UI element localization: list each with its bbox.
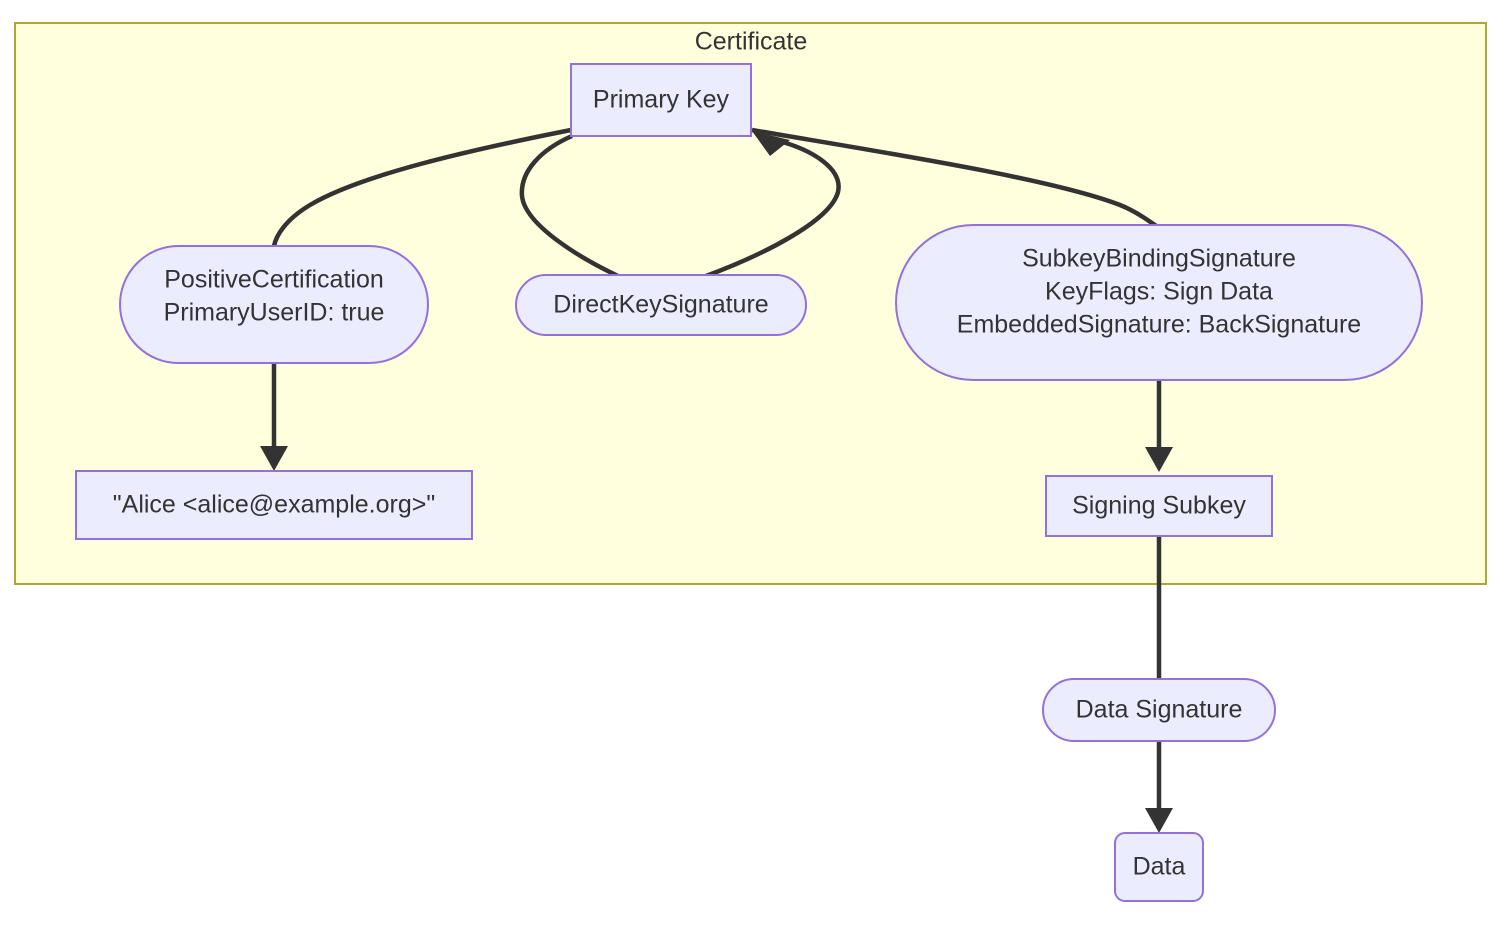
arrowhead-positive-to-userid bbox=[260, 446, 288, 471]
edge-primary-to-subkeybinding bbox=[751, 127, 1161, 229]
node-direct-key-signature[interactable]: DirectKeySignature bbox=[515, 274, 807, 336]
edge-layer bbox=[260, 127, 1173, 833]
node-user-id-shape[interactable] bbox=[75, 470, 473, 540]
node-primary-key-label: Primary Key bbox=[593, 86, 730, 114]
node-user-id-label: "Alice <alice@example.org>" bbox=[113, 491, 435, 519]
node-subkey-binding-signature-shape[interactable] bbox=[895, 224, 1423, 381]
node-data-signature[interactable]: Data Signature bbox=[1042, 678, 1276, 742]
node-data-label: Data bbox=[1133, 853, 1186, 881]
arrowhead-datasignature-to-data bbox=[1145, 808, 1173, 833]
node-data-signature-label: Data Signature bbox=[1076, 696, 1243, 724]
node-direct-key-signature-label: DirectKeySignature bbox=[553, 291, 768, 319]
node-signing-subkey-label: Signing Subkey bbox=[1072, 492, 1246, 520]
node-signing-subkey[interactable]: Signing Subkey bbox=[1045, 475, 1273, 537]
node-positive-certification-label-line1: PositiveCertification bbox=[164, 266, 384, 294]
node-positive-certification-shape[interactable] bbox=[119, 245, 429, 364]
node-data[interactable]: Data bbox=[1114, 832, 1204, 902]
node-data-signature-shape[interactable] bbox=[1042, 678, 1276, 742]
node-layer: Primary Key PositiveCertification Primar… bbox=[75, 63, 1423, 902]
subgraph-certificate-title: Certificate bbox=[695, 28, 808, 56]
node-subkey-binding-signature-label-line3: EmbeddedSignature: BackSignature bbox=[957, 311, 1361, 339]
edge-primary-to-positive bbox=[271, 127, 572, 247]
node-signing-subkey-shape[interactable] bbox=[1045, 475, 1273, 537]
node-primary-key-shape[interactable] bbox=[570, 63, 752, 137]
node-subkey-binding-signature-label-line2: KeyFlags: Sign Data bbox=[1045, 278, 1273, 306]
arrowhead-direct-to-primary bbox=[752, 131, 790, 156]
node-subkey-binding-signature[interactable]: SubkeyBindingSignature KeyFlags: Sign Da… bbox=[895, 224, 1423, 381]
node-direct-key-signature-shape[interactable] bbox=[515, 274, 807, 336]
edge-primary-to-direct bbox=[519, 133, 619, 279]
node-data-shape[interactable] bbox=[1114, 832, 1204, 902]
edge-direct-to-primary bbox=[705, 137, 841, 279]
node-user-id[interactable]: "Alice <alice@example.org>" bbox=[75, 470, 473, 540]
node-positive-certification[interactable]: PositiveCertification PrimaryUserID: tru… bbox=[119, 245, 429, 364]
node-positive-certification-label-line2: PrimaryUserID: true bbox=[164, 299, 385, 327]
node-primary-key[interactable]: Primary Key bbox=[570, 63, 752, 137]
node-subkey-binding-signature-label-line1: SubkeyBindingSignature bbox=[1022, 245, 1296, 273]
arrowhead-subkeybinding-to-subkey bbox=[1145, 447, 1173, 472]
